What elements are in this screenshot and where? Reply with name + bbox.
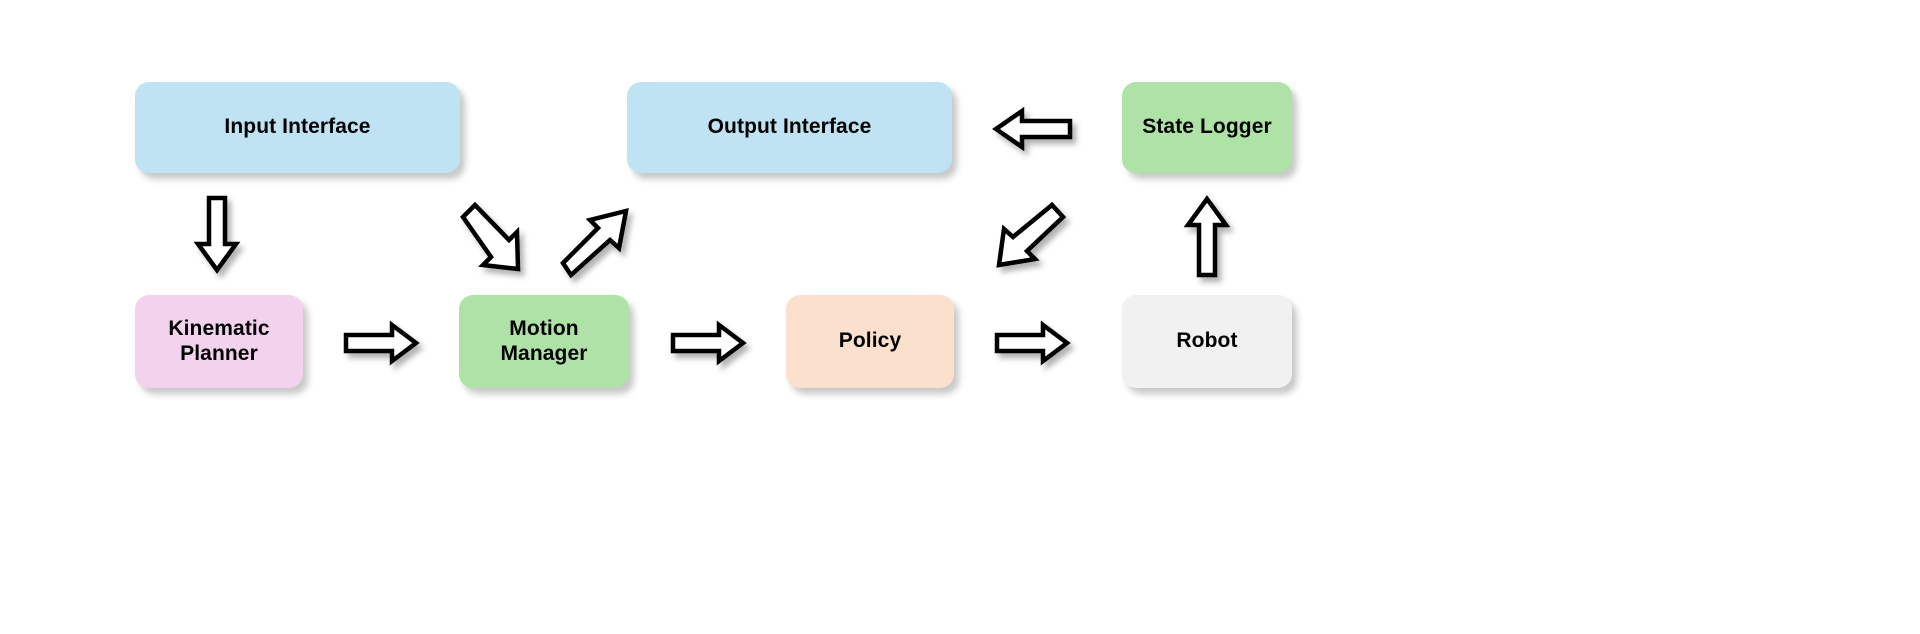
node-robot-label: Robot	[1176, 329, 1238, 353]
node-output-interface[interactable]: Output Interface	[627, 82, 952, 173]
arrow-up-right-motion-to-output-icon	[560, 203, 629, 279]
node-state-logger-label: State Logger	[1142, 115, 1272, 139]
node-input-interface[interactable]: Input Interface	[135, 82, 460, 173]
node-kinematic-planner-label: Kinematic Planner	[168, 316, 270, 365]
node-policy[interactable]: Policy	[786, 295, 954, 388]
arrow-right-policy-to-robot-icon	[994, 320, 1071, 366]
arrow-down-input-to-kinematic-icon	[193, 195, 241, 274]
node-state-logger[interactable]: State Logger	[1122, 82, 1292, 173]
arrow-left-logger-to-output-icon	[992, 106, 1073, 152]
arrow-up-robot-to-logger-icon	[1183, 195, 1231, 278]
node-policy-label: Policy	[838, 329, 902, 353]
node-output-interface-label: Output Interface	[707, 115, 872, 139]
arrow-right-kinematic-to-motion-icon	[343, 320, 420, 366]
node-robot[interactable]: Robot	[1122, 295, 1292, 388]
node-motion-manager-label: Motion Manager	[500, 316, 588, 365]
arrow-right-motion-to-policy-icon	[670, 320, 747, 366]
arrow-down-right-output-to-motion-icon	[460, 201, 528, 277]
arrow-down-left-output-to-policy-icon	[996, 201, 1067, 271]
node-motion-manager[interactable]: Motion Manager	[459, 295, 629, 388]
node-input-interface-label: Input Interface	[224, 115, 371, 139]
node-kinematic-planner[interactable]: Kinematic Planner	[135, 295, 303, 388]
